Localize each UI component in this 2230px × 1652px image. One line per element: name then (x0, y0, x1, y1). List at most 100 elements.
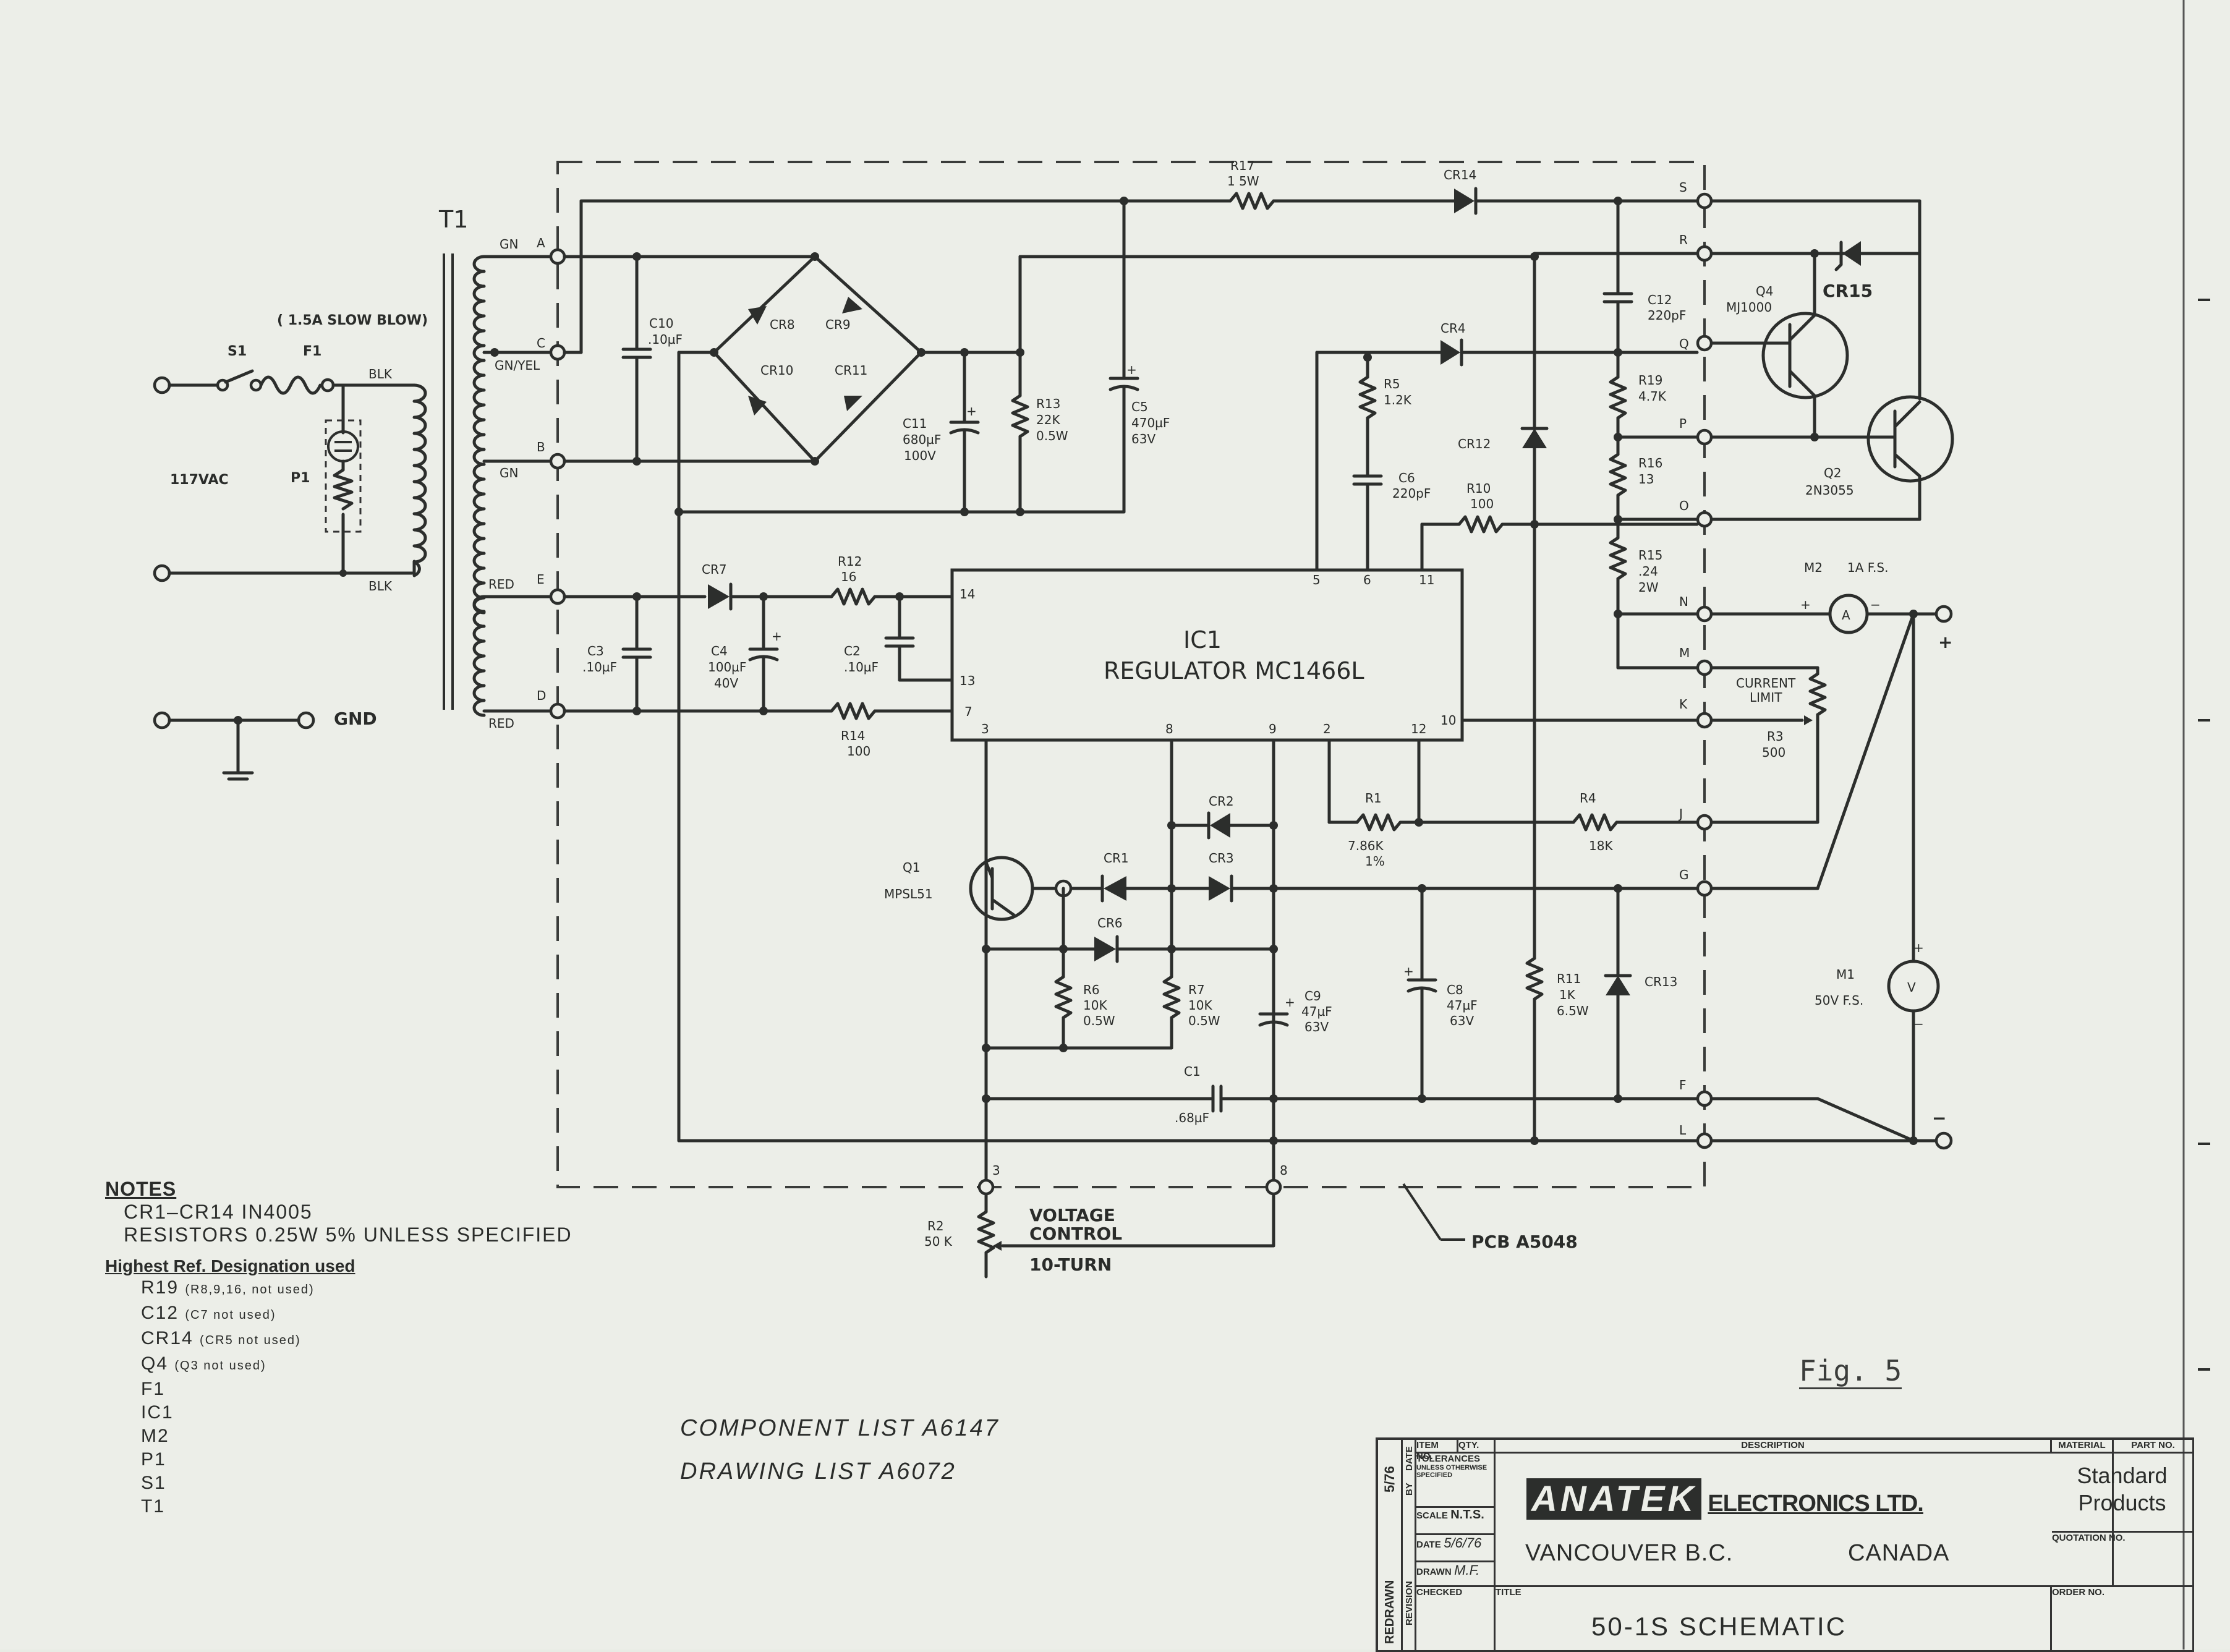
svg-text:+: + (1126, 362, 1137, 377)
fuse-f1 (259, 375, 322, 395)
company-city: VANCOUVER B.C. (1525, 1540, 1734, 1566)
ic1-pin-12: 12 (1411, 722, 1426, 736)
c9-value: 47µF (1301, 1004, 1332, 1019)
gnd-terminal-right (297, 711, 315, 730)
r13-rating: 0.5W (1036, 428, 1068, 443)
cr10-diode (748, 396, 767, 415)
ic1-pin-2: 2 (1323, 722, 1331, 736)
primary-bottom-label: BLK (368, 579, 393, 594)
terminal-d-label: D (537, 688, 546, 703)
c5-value: 470µF (1131, 415, 1170, 430)
cr1-label: CR1 (1104, 851, 1129, 866)
terminal-b-label: B (537, 440, 545, 454)
q1-type: MPSL51 (884, 887, 933, 901)
r17-resistor (1228, 192, 1275, 210)
terminal-q (1696, 334, 1713, 352)
q2-label: Q2 (1824, 466, 1841, 480)
terminal-c-label: C (537, 336, 545, 351)
designation-t1: T1 (141, 1496, 166, 1517)
tb-part-no: PART NO. (2131, 1440, 2175, 1450)
c12-value: 220pF (1648, 308, 1686, 323)
ic1-pin-11: 11 (1419, 573, 1434, 587)
ic1-pin-6: 6 (1363, 573, 1371, 587)
r19-resistor (1609, 375, 1627, 420)
c11-value: 680µF (903, 432, 941, 447)
m1-value: 50V F.S. (1815, 993, 1863, 1008)
c3-value: .10µF (582, 660, 617, 675)
cr15-zener (1842, 241, 1861, 266)
terminal-e-label: E (537, 572, 545, 587)
ac-terminal-top (153, 376, 171, 394)
r4-value: 18K (1589, 838, 1613, 853)
q4-transistor (1761, 312, 1849, 399)
tb-redrawn: REDRAWN (1383, 1580, 1397, 1644)
notes-title: NOTES (105, 1178, 177, 1200)
ic1-pin-10: 10 (1441, 713, 1456, 728)
c11-label: C11 (903, 416, 927, 431)
company-name: ELECTRONICS LTD. (1708, 1491, 1924, 1517)
r3-potentiometer (1808, 672, 1827, 717)
cr9-label: CR9 (825, 317, 851, 332)
secondary-high-winding (472, 255, 486, 615)
terminal-a (549, 248, 566, 265)
terminal-o-label: O (1679, 498, 1689, 513)
svg-text:+: + (1913, 940, 1924, 955)
q4-type: MJ1000 (1726, 300, 1772, 315)
ic1-pin-14: 14 (960, 587, 975, 602)
c3-label: C3 (587, 644, 604, 658)
tb-scale: N.T.S. (1450, 1508, 1484, 1522)
c5-rating: 63V (1131, 432, 1155, 446)
ic1-pin-3: 3 (981, 722, 989, 736)
pcb-label: PCB A5048 (1471, 1232, 1578, 1252)
voltmeter-symbol: V (1907, 980, 1916, 995)
r19-label: R19 (1638, 373, 1662, 388)
r10-label: R10 (1466, 481, 1491, 496)
switch-label: S1 (228, 344, 247, 359)
r5-value: 1.2K (1384, 393, 1412, 407)
terminal-f (1696, 1090, 1713, 1107)
r14-resistor (830, 702, 877, 720)
c6-value: 220pF (1392, 486, 1431, 501)
r6-rating: 0.5W (1083, 1013, 1115, 1028)
cr3-label: CR3 (1209, 851, 1234, 866)
output-minus-terminal (1934, 1131, 1953, 1150)
r16-value: 13 (1638, 472, 1654, 487)
terminal-j (1696, 814, 1713, 831)
aux-supply: C3 .10µF CR7 + C4 100µF 40V R12 16 C2 .1… (563, 554, 954, 759)
r17-value: 1 5W (1227, 174, 1259, 189)
cr9-diode (842, 297, 862, 313)
c10-value: .10µF (648, 332, 683, 347)
q1-label: Q1 (903, 860, 920, 875)
r3-label: R3 (1767, 729, 1784, 744)
q2-type: 2N3055 (1805, 483, 1854, 498)
svg-text:+: + (1285, 995, 1295, 1010)
cr7-diode (708, 584, 730, 609)
r7-value: 10K (1188, 998, 1212, 1013)
cr10-label: CR10 (760, 363, 793, 378)
winding-a-label: GN (500, 237, 518, 252)
r12-resistor (830, 587, 877, 606)
m2-label: M2 (1804, 560, 1823, 575)
cr13-diode (1606, 976, 1630, 995)
winding-b-label: GN (500, 466, 518, 480)
tb-title-cell: TITLE 50-1S SCHEMATIC (1496, 1587, 2052, 1652)
c5-label: C5 (1131, 399, 1148, 414)
terminal-f-label: F (1679, 1078, 1687, 1092)
top-feed: R17 1 5W CR14 (1227, 158, 1699, 215)
winding-c-label: GN/YEL (495, 358, 540, 373)
r16-resistor (1609, 453, 1627, 497)
svg-text:+: + (1800, 597, 1811, 612)
r19-value: 4.7K (1638, 389, 1667, 404)
tb-qty: QTY. (1458, 1440, 1479, 1450)
cr12-diode (1522, 428, 1547, 448)
r4-resistor (1572, 813, 1619, 832)
r7-rating: 0.5W (1188, 1013, 1220, 1028)
r10-value: 100 (1470, 496, 1494, 511)
terminal-r (1696, 245, 1713, 262)
c9-label: C9 (1304, 989, 1321, 1003)
gnd-label: GND (334, 709, 377, 729)
c4-value: 100µF (708, 660, 746, 675)
c6-label: C6 (1398, 470, 1415, 485)
ic1-regulator: IC1 REGULATOR MC1466L 14 13 7 3 8 9 2 12… (950, 351, 1699, 869)
